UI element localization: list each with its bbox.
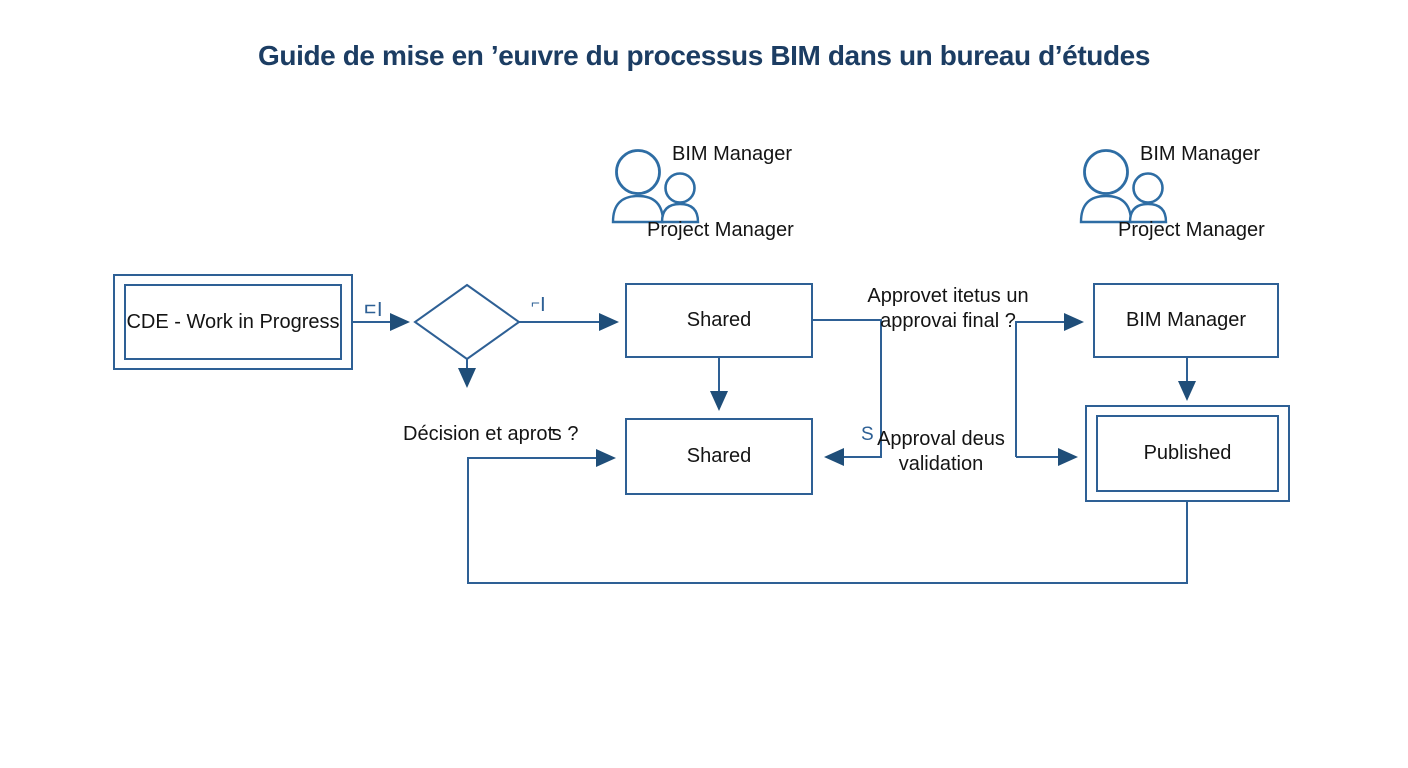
node-shared-bottom: Shared xyxy=(625,418,813,495)
node-cde-work-in-progress: CDE - Work in Progress xyxy=(113,274,353,370)
annotation-decision-question: Décision et aproʦ ? xyxy=(403,423,579,445)
node-label: CDE - Work in Progress xyxy=(126,310,340,333)
connector-feedback-loop xyxy=(467,449,1188,584)
decision-diamond xyxy=(413,283,521,361)
actor-role-project-manager: Project Manager xyxy=(647,219,794,241)
edge-glyph-left: ⊏| xyxy=(364,300,383,317)
node-cde-inner-border: CDE - Work in Progress xyxy=(124,284,342,360)
connector-to-bim-manager xyxy=(1015,313,1084,457)
page-title: Guide de mise en ’euıvre du processus BI… xyxy=(258,40,1150,71)
annotation-line: Approval deus xyxy=(877,428,1005,450)
node-label: BIM Manager xyxy=(1125,309,1247,331)
actor-role-bim-manager: BIM Manager xyxy=(672,143,793,165)
edge-glyph-right: ⌐| xyxy=(531,295,546,312)
node-published-inner-border: Published xyxy=(1096,415,1279,492)
annotation-approval-validation: Approval deus validation xyxy=(876,427,1006,477)
annotation-line: approvai final ? xyxy=(880,310,1016,332)
connector-shared-loop xyxy=(813,319,882,466)
edge-glyph-s: S xyxy=(861,424,874,445)
people-icon xyxy=(611,149,700,224)
people-icon xyxy=(1079,149,1168,224)
node-label: Published xyxy=(1143,442,1232,464)
node-published: Published xyxy=(1085,405,1290,502)
annotation-line: validation xyxy=(898,453,984,475)
node-bim-manager: BIM Manager xyxy=(1093,283,1279,358)
annotation-line: Approvet itetus un xyxy=(867,285,1029,307)
actor-role-bim-manager: BIM Manager xyxy=(1140,143,1261,165)
node-label: Shared xyxy=(686,445,752,467)
annotation-approval-question: Approvet itetus un approvai final ? xyxy=(852,284,1044,334)
actor-role-project-manager: Project Manager xyxy=(1118,219,1265,241)
node-shared-top: Shared xyxy=(625,283,813,358)
node-label: Shared xyxy=(686,309,752,331)
